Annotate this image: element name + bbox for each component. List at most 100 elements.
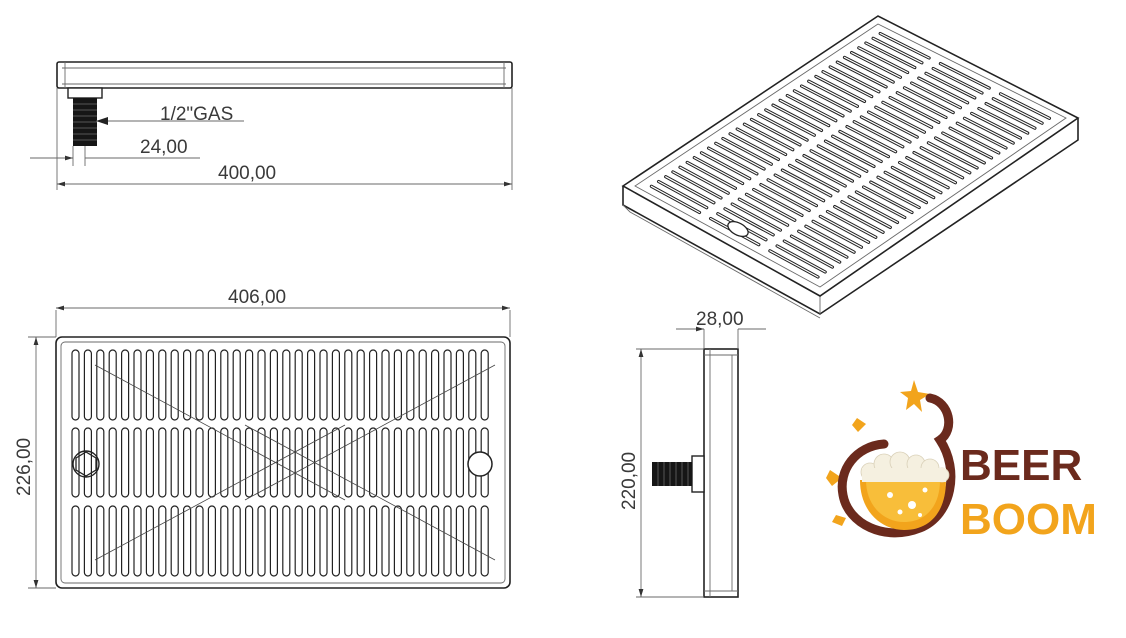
grate-slot	[257, 427, 266, 498]
grate-slot	[220, 349, 229, 421]
grate-slot	[319, 349, 328, 421]
iso-grate-slot-inner	[707, 147, 758, 175]
grate-slot	[269, 505, 278, 577]
grate-slot	[145, 505, 154, 577]
iso-grate-slot-inner	[815, 75, 866, 103]
grate-slot	[133, 349, 142, 421]
iso-grate-slot-inner	[862, 186, 913, 214]
iso-grate-slot-inner	[826, 210, 877, 238]
iso-grate-slot-inner	[841, 201, 891, 228]
grate-slot	[220, 427, 229, 498]
top-length-dimension: 406,00	[228, 287, 286, 308]
iso-grate-slot-inner	[879, 32, 930, 59]
grate-slot	[319, 427, 328, 498]
grate-slot	[108, 349, 117, 421]
iso-grate-slot-inner	[884, 171, 935, 199]
grate-slot	[207, 427, 216, 498]
grate-slot	[369, 349, 378, 421]
grate-slot	[319, 505, 328, 577]
swirl-icon	[837, 393, 956, 538]
grate-slot	[207, 505, 216, 577]
side-length-dimension: 400,00	[218, 163, 276, 184]
grate-slot	[257, 349, 266, 421]
grate-slot	[443, 349, 452, 421]
iso-grate-slot-inner	[896, 92, 947, 119]
iso-grate-slot-inner	[903, 87, 954, 114]
iso-grate-slot-inner	[769, 250, 819, 278]
iso-grate-slot-inner	[776, 245, 826, 273]
side-view: 1/2"GAS 24,00 400,00	[30, 61, 513, 190]
iso-grate-slot-inner	[911, 82, 962, 109]
iso-grate-slot-inner	[738, 198, 789, 226]
iso-grate-slot-inner	[848, 196, 899, 223]
grate-slot	[170, 505, 179, 577]
grate-slot	[120, 427, 130, 498]
iso-grate-slot-inner	[758, 114, 808, 141]
iso-grate-slot-inner	[855, 191, 906, 219]
iso-grate-slot-inner	[817, 145, 868, 172]
iso-grate-slot-inner	[812, 220, 863, 248]
iso-grate-slot-inner	[657, 180, 708, 209]
iso-grate-slot-inner	[956, 122, 1007, 149]
grate-slot	[232, 349, 241, 421]
iso-grate-slot-inner	[836, 61, 887, 88]
grate-slot	[71, 349, 80, 421]
iso-grate-slot-inner	[810, 150, 861, 177]
grate-slot	[443, 427, 452, 498]
grate-slot	[195, 349, 204, 421]
grate-slot	[83, 427, 93, 498]
grate-slot	[83, 505, 93, 577]
iso-grate-slot-inner	[796, 159, 846, 187]
grate-slot	[269, 349, 278, 421]
top-view: 406,00 226,00	[14, 287, 511, 589]
iso-grate-slot-inner	[790, 235, 841, 263]
grate-slot	[195, 427, 204, 498]
grate-slot	[480, 349, 489, 421]
iso-grate-slot-inner	[722, 137, 772, 165]
grate-slot	[158, 427, 167, 498]
grate-slot	[468, 349, 477, 421]
grate-slot	[356, 505, 365, 577]
iso-grate-slot-inner	[846, 125, 897, 153]
iso-grate-slot-inner	[949, 127, 1000, 154]
iso-grate-slot-inner	[803, 155, 854, 182]
beerboom-logo: BEER BOOM	[826, 380, 1097, 544]
logo-word-boom: BOOM	[960, 495, 1097, 544]
grate-slot	[381, 349, 390, 421]
end-thread-fitting	[652, 462, 692, 486]
grate-slot	[344, 427, 353, 498]
grate-slot	[294, 505, 303, 577]
grate-slot	[108, 427, 117, 498]
grate-slot	[480, 505, 489, 577]
grate-slot	[96, 349, 105, 421]
grate-slot	[307, 349, 316, 421]
grate-slot	[406, 505, 415, 577]
iso-grate-slot-inner	[824, 140, 875, 167]
iso-grate-slot-inner	[650, 185, 701, 214]
grate-slot	[183, 427, 192, 498]
iso-grate-slot-inner	[781, 169, 832, 197]
iso-grate-slot-inner	[971, 112, 1022, 139]
grate-slot	[207, 349, 216, 421]
grate-slot	[418, 427, 427, 498]
grate-slot	[406, 427, 415, 498]
grate-slot	[96, 505, 105, 577]
grate-slot	[158, 505, 167, 577]
grate-slot	[369, 505, 378, 577]
grate-slot	[133, 505, 142, 577]
iso-grate-slot-inner	[772, 104, 823, 131]
iso-grate-slot-inner	[853, 121, 904, 148]
iso-grate-slot-inner	[927, 142, 978, 169]
iso-grate-slot-inner	[788, 164, 839, 192]
grate-slot	[133, 427, 142, 498]
grate-slot	[307, 505, 316, 577]
grate-slot	[269, 427, 278, 498]
grate-slot	[406, 349, 415, 421]
iso-grate-slot-inner	[679, 166, 729, 194]
grate-slot	[232, 427, 241, 498]
iso-grate-slot-inner	[932, 67, 983, 94]
iso-grate-slot-inner	[843, 56, 894, 83]
grate-slot	[381, 505, 390, 577]
iso-grate-slot-inner	[889, 96, 940, 124]
